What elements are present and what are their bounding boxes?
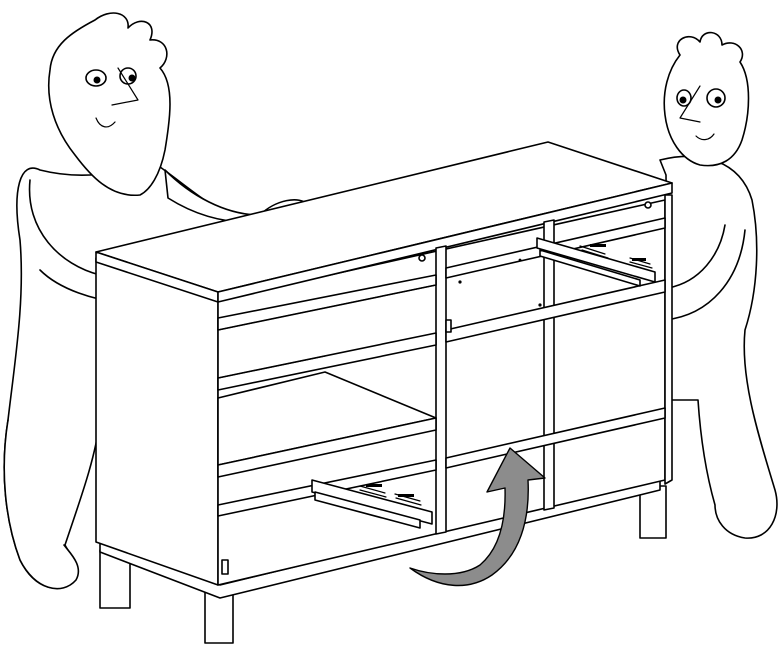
person-right-pupil-left xyxy=(680,97,687,104)
cam-lock xyxy=(645,202,651,208)
cam-lock xyxy=(419,255,425,261)
person-right-body xyxy=(660,156,777,538)
side-panel-left xyxy=(96,258,218,585)
shelf-hole xyxy=(519,259,522,262)
side-panel-right xyxy=(665,195,672,484)
person-left-pupil-right xyxy=(129,75,136,82)
hinge-clip xyxy=(222,560,228,574)
shelf-hole xyxy=(538,303,541,306)
divider-right xyxy=(544,220,554,510)
person-left-pupil-left xyxy=(94,77,101,84)
shelf-hole xyxy=(458,280,461,283)
divider-middle xyxy=(436,246,446,534)
person-right-pupil-right xyxy=(715,97,722,104)
person-left-head xyxy=(49,13,170,195)
hinge-clip xyxy=(446,320,451,332)
